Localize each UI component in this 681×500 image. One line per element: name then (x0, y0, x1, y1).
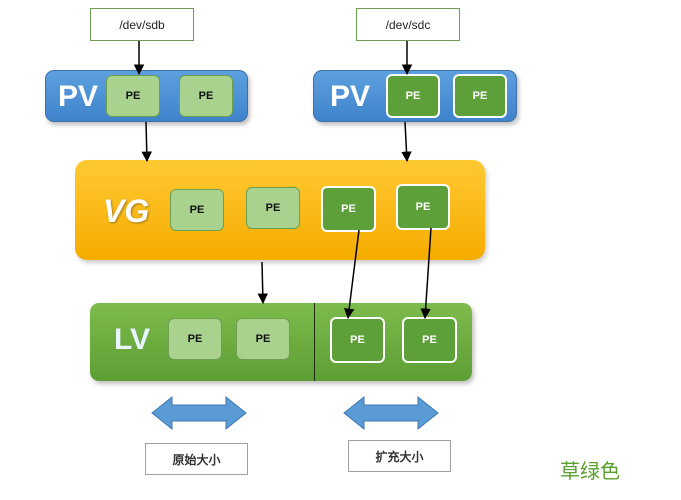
arrow-vg-pe3-to-lv (343, 229, 360, 320)
pv-right-label: PV (330, 80, 371, 113)
lv-pe-1: PE (168, 318, 222, 360)
arrow-vg-to-lv (257, 261, 269, 305)
pv-right-pe-2: PE (453, 74, 507, 118)
vg-block: VG PE PE PE PE (75, 160, 485, 260)
device-sdb-box: /dev/sdb (90, 8, 194, 41)
arrow-pv-left-to-vg (141, 121, 153, 163)
arrow-vg-pe4-to-lv (420, 227, 432, 320)
expanded-size-box: 扩充大小 (348, 440, 451, 472)
lv-label: LV (114, 323, 151, 356)
device-sdc-box: /dev/sdc (356, 8, 460, 41)
pv-right-pe-1: PE (386, 74, 440, 118)
vg-pe-2: PE (246, 187, 300, 229)
pv-left-pe-2: PE (179, 75, 233, 117)
lv-pe-3: PE (330, 317, 385, 363)
vg-pe-4: PE (396, 184, 450, 230)
lv-divider (314, 303, 315, 381)
lv-block: LV PE PE PE PE (90, 303, 472, 381)
pv-left-label: PV (58, 80, 99, 113)
pv-left-pe-1: PE (106, 75, 160, 117)
expanded-size-label: 扩充大小 (375, 449, 424, 464)
vg-pe-1: PE (170, 189, 224, 231)
device-sdb-label: /dev/sdb (119, 17, 165, 32)
pv-right-block: PV PE PE (313, 70, 517, 122)
original-size-box: 原始大小 (145, 443, 248, 475)
lv-pe-2: PE (236, 318, 290, 360)
vg-label: VG (103, 193, 150, 229)
double-arrow-expanded-icon (343, 395, 439, 431)
color-note: 草绿色 (560, 461, 620, 483)
vg-pe-3: PE (321, 186, 376, 232)
pv-left-block: PV PE PE (45, 70, 248, 122)
arrow-pv-right-to-vg (401, 121, 412, 163)
double-arrow-original-icon (151, 395, 247, 431)
device-sdc-label: /dev/sdc (385, 17, 431, 32)
original-size-label: 原始大小 (172, 452, 221, 467)
